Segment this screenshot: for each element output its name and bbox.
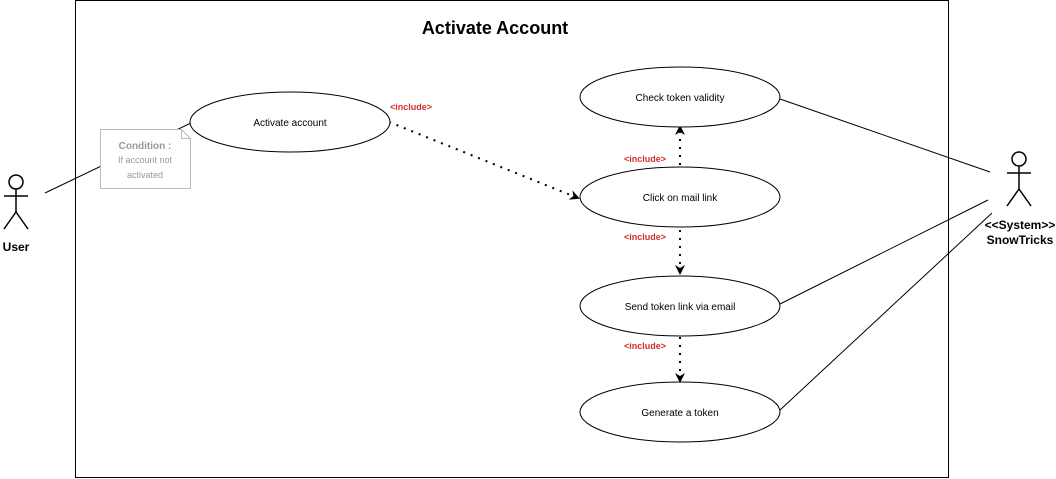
user-actor-label: User xyxy=(3,240,30,254)
use-case-generate-token: Generate a token xyxy=(579,381,781,443)
include-arrow-activate-click xyxy=(388,121,580,200)
include-label-click-check: <include> xyxy=(624,154,666,164)
system-actor-head xyxy=(1011,151,1027,167)
include-labels: <include> <include> <include> <include> xyxy=(390,102,666,351)
association-send-system xyxy=(779,199,989,305)
association-check-system xyxy=(779,98,991,173)
user-actor-head xyxy=(8,174,24,190)
use-case-send-token-link: Send token link via email xyxy=(579,275,781,337)
include-label-click-send: <include> xyxy=(624,232,666,242)
user-actor xyxy=(3,174,29,230)
use-case-click-mail-link: Click on mail link xyxy=(579,166,781,228)
association-generate-system xyxy=(779,212,993,411)
include-label-send-generate: <include> xyxy=(624,341,666,351)
use-case-check-token-validity-label: Check token validity xyxy=(636,93,725,104)
use-case-activate-account: Activate account xyxy=(189,91,391,153)
condition-note-fold xyxy=(181,129,191,139)
use-case-check-token-validity: Check token validity xyxy=(579,66,781,128)
condition-note: Condition : If account not activated xyxy=(100,129,191,189)
system-actor-stereotype: <<System>> xyxy=(985,218,1056,232)
include-label-activate-click: <include> xyxy=(390,102,432,112)
system-boundary xyxy=(75,0,949,478)
system-actor-name: SnowTricks xyxy=(987,233,1054,247)
use-case-generate-token-label: Generate a token xyxy=(641,408,718,419)
use-case-click-mail-link-label: Click on mail link xyxy=(643,193,718,204)
use-case-activate-account-label: Activate account xyxy=(253,118,327,129)
use-case-send-token-link-label: Send token link via email xyxy=(625,302,736,313)
system-actor xyxy=(1006,151,1032,207)
condition-note-line2: activated xyxy=(127,170,163,180)
condition-note-line1: If account not xyxy=(118,155,173,165)
condition-note-title: Condition : xyxy=(119,141,172,152)
diagram-title: Activate Account xyxy=(422,18,568,38)
include-arrows xyxy=(388,121,685,383)
condition-note-shape xyxy=(100,129,191,189)
